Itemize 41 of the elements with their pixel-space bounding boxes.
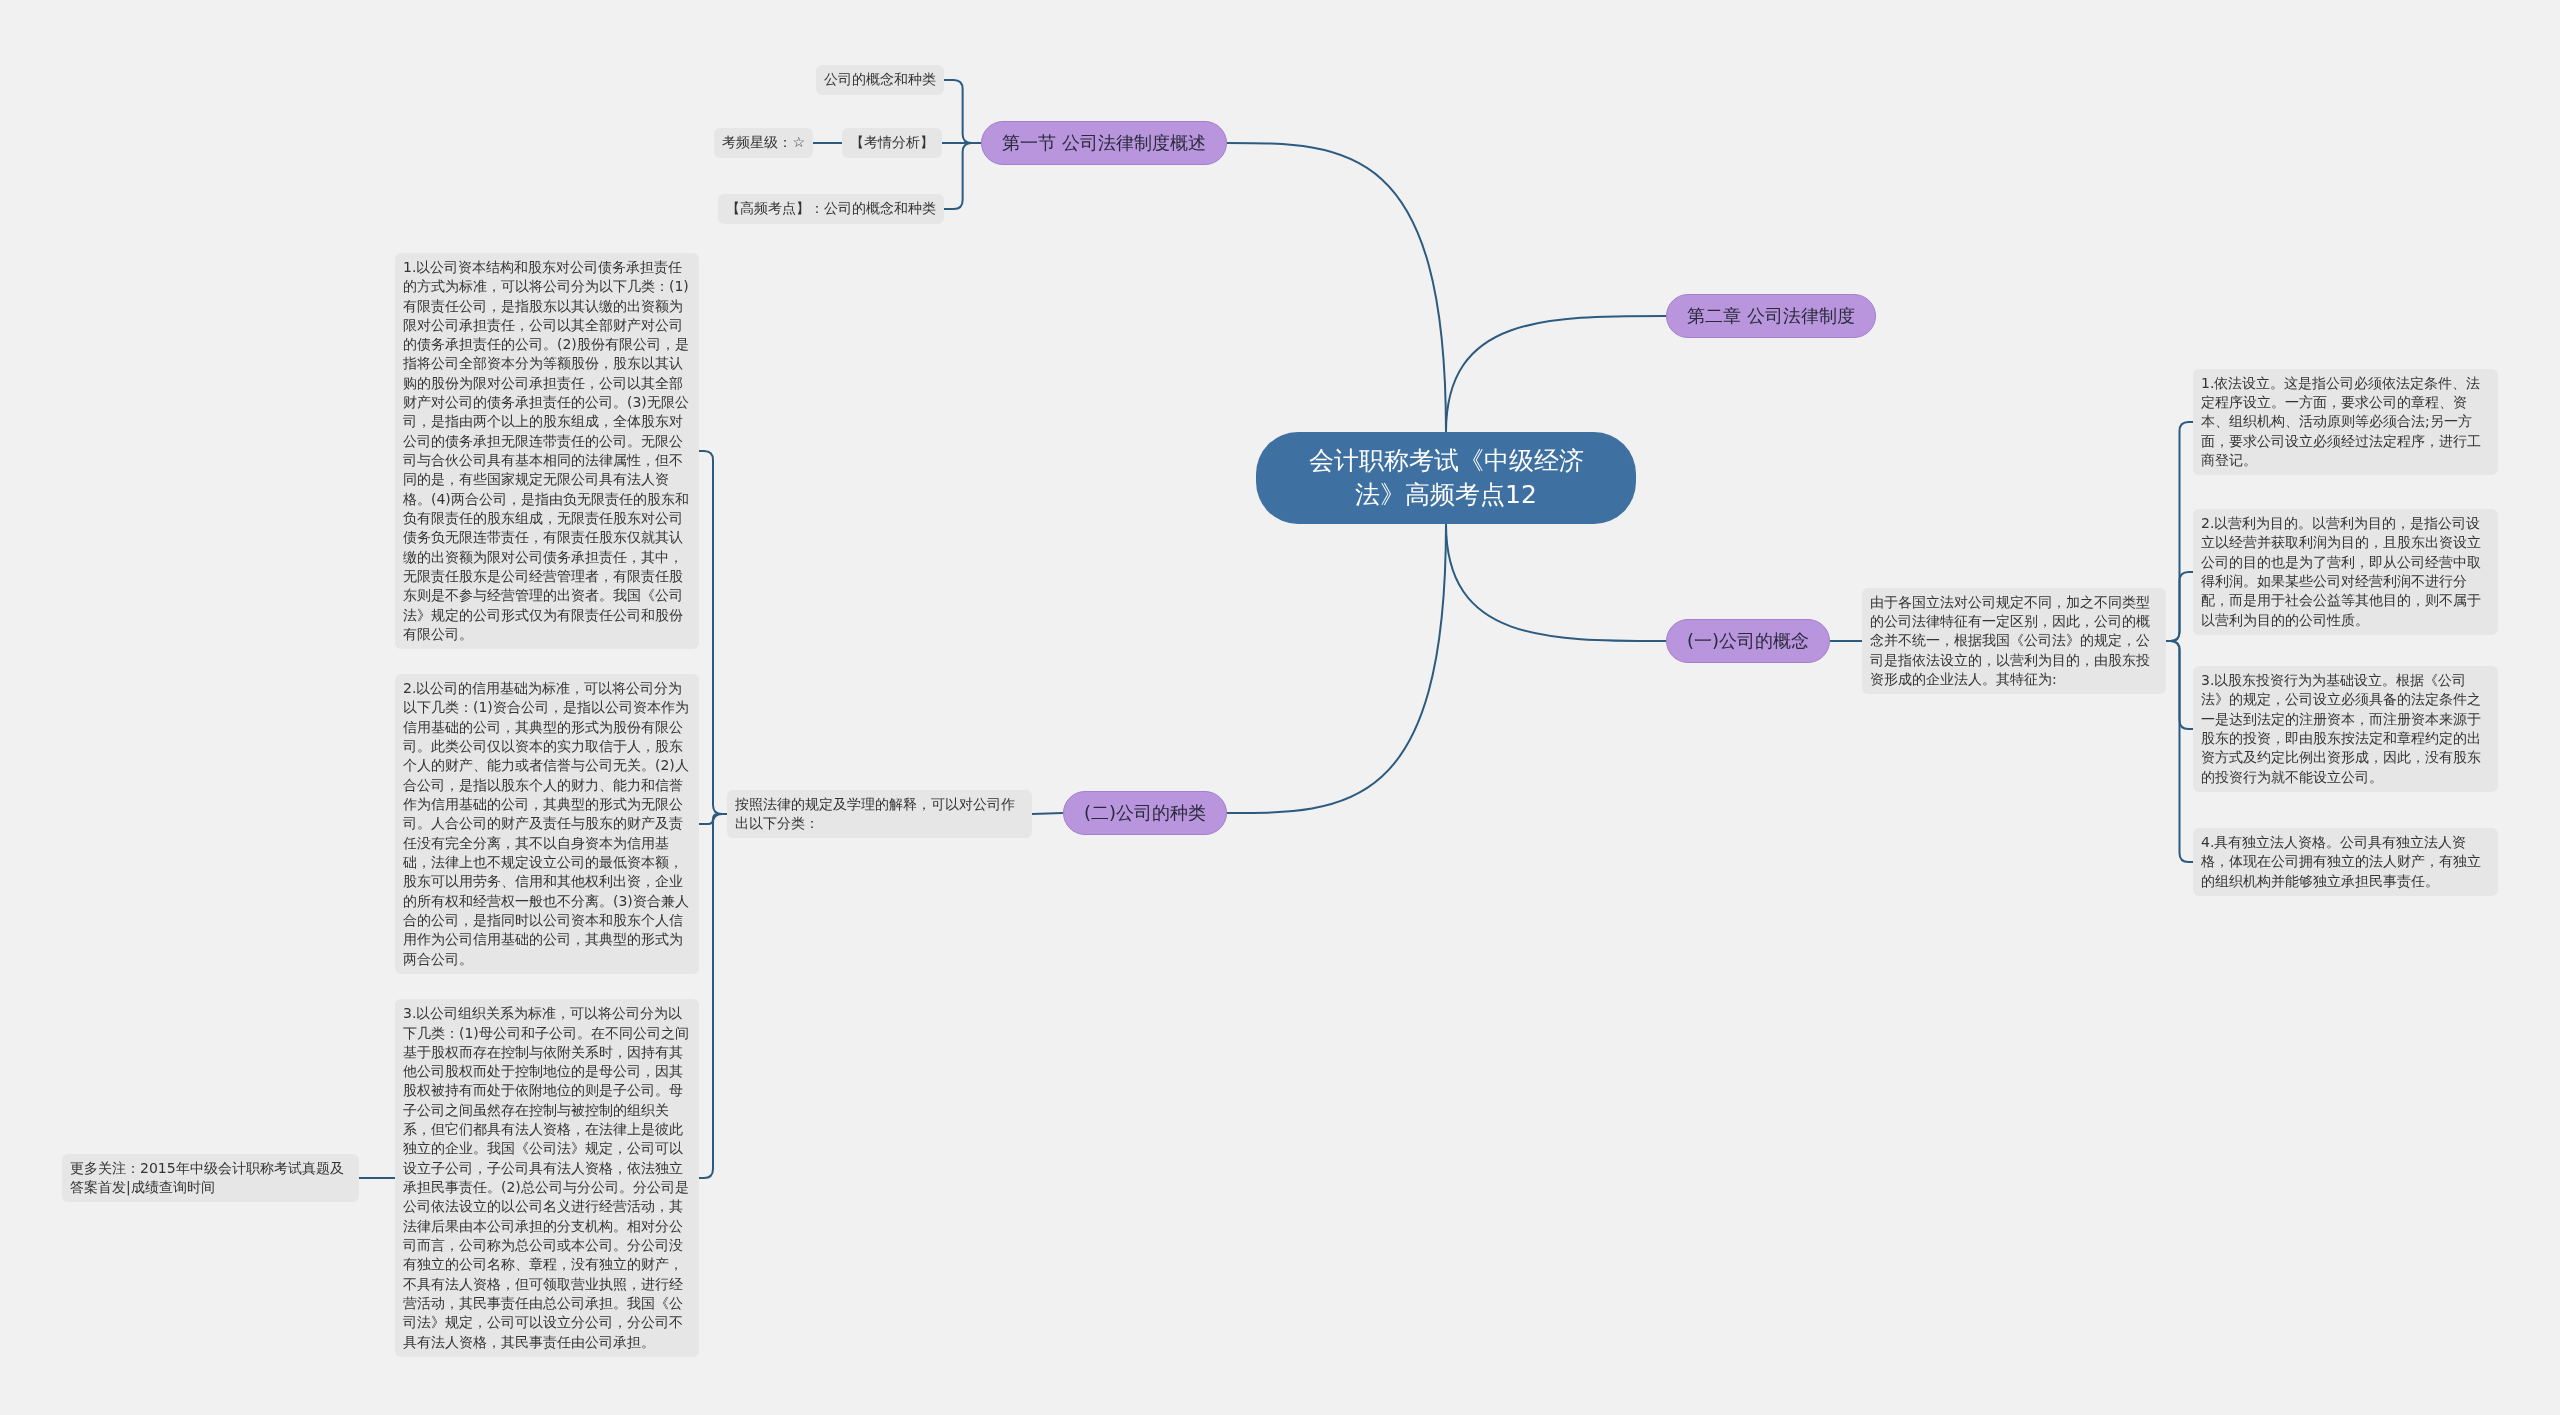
note-text: 2.以营利为目的。以营利为目的，是指公司设立以经营并获取利润为目的，且股东出资设立公司的目的也是为了营利，即从公司经营中取得利润。如果某些公司对经营利润不进行分配，而是用于社会公益等其他目的，则不属于以营利为目的的公司性质。 (2201, 514, 2482, 630)
topic-text: 第二章 公司法律制度 (1687, 304, 1855, 328)
topic-text: (二)公司的种类 (1083, 801, 1206, 825)
note-box (2193, 509, 2498, 635)
connector-line (1445, 315, 1667, 434)
connector-line (1829, 640, 1863, 642)
connector-line (812, 142, 843, 144)
topic-text: 第一节 公司法律制度概述 (1002, 131, 1206, 155)
note-box (62, 1153, 359, 1203)
connector-line (1226, 522, 1447, 814)
topic-box (981, 121, 1227, 165)
connector-line (1031, 812, 1064, 815)
note-text: 【考情分析】 (850, 133, 934, 153)
note-text: 4.具有独立法人资格。公司具有独立法人资格，体现在公司拥有独立的法人财产，有独立的组织机构并能够独立承担民事责任。 (2201, 833, 2482, 891)
note-text: 1.依法设立。这是指公司必须依法定条件、法定程序设立。一方面，要求公司的章程、资本、组织机构、活动原则等必须合法;另一方面，要求公司设立必须经过法定程序，进行工商登记。 (2201, 373, 2482, 470)
note-text: 3.以股东投资行为为基础设立。根据《公司法》的规定，公司设立必须具备的法定条件之一是达到法定的注册资本，而注册资本来源于股东的投资，即由股东按法定和章程约定的出资方式及约定比例出资形成，因此，没有股东的投资行为就不能设立公司。 (2201, 671, 2482, 787)
note-box (2193, 828, 2498, 896)
connector-line (943, 142, 983, 210)
note-box (2193, 368, 2498, 476)
topic-box (1666, 294, 1876, 338)
topic-text: (一)公司的概念 (1687, 629, 1810, 653)
central-topic-text: 会计职称考试《中级经济法》高频考点12 (1307, 445, 1585, 511)
note-text: 考频星级：☆ (722, 133, 805, 153)
note-box (2193, 666, 2498, 792)
note-box (714, 128, 813, 158)
note-box (1862, 587, 2166, 695)
topic-box (1666, 619, 1831, 663)
note-box (816, 65, 944, 95)
note-text: 按照法律的规定及学理的解释，可以对公司作出以下分类： (735, 794, 1016, 833)
note-box (842, 128, 942, 158)
note-text: 更多关注：2015年中级会计职称考试真题及答案首发|成绩查询时间 (70, 1158, 345, 1198)
note-box (718, 194, 944, 224)
note-text: 3.以公司组织关系为标准，可以将公司分为以下几类：(1)母公司和子公司。在不同公司之间基于股权而存在控制与依附关系时，因持有其他公司股权而处于控制地位的是母公司，因其股权被持有而处于依附地位的则是子公司。母子公司之间虽然存在控制与被控制的组织关系，但它们都具有法人资格，在法律上是彼此独立的企业。我国《公司法》规定，公司可以设立子公司，子公司具有法人资格，依法独立承担民事责任。(2)总公司与分公司。分公司是公司依法设立的以公司名义进行经营活动，其法律后果由本公司承担的分支机构。相对分公司而言，公司称为总公司或本公司。分公司没有独立的公司名称、章程，没有独立的财产，不具有法人资格，但可领取营业执照，进行经营活动，其民事责任由总公司承担。我国《公司法》规定，公司可以设立分公司，分公司不具有法人资格，其民事责任由公司承担。 (403, 1004, 690, 1352)
note-text: 2.以公司的信用基础为标准，可以将公司分为以下几类：(1)资合公司，是指以公司资本作为信用基础的公司，其典型的形式为股份有限公司。此类公司仅以资本的实力取信于人，股东个人的财产、能力或者信誉与公司无关。(2)人合公司，是指以股东个人的财力、能力和信誉作为信用基础的公司，其典型的形式为无限公司。人合公司的财产及责任与股东的财产及责任没有完全分离，其不以自身资本为信用基础，法律上也不规定设立公司的最低资本额，股东可以用劳务、信用和其他权利出资，企业的所有权和经营权一般也不分离。(3)资合兼人合的公司，是指同时以公司资本和股东个人信用作为公司信用基础的公司，其典型的形式为两合公司。 (403, 679, 690, 969)
note-box (727, 789, 1032, 839)
note-text: 1.以公司资本结构和股东对公司债务承担责任的方式为标准，可以将公司分为以下几类：(1)有限责任公司，是指股东以其认缴的出资额为限对公司承担责任，公司以其全部财产对公司的债务承担责任的公司。(2)股份有限公司，是指将公司全部资本分为等额股份，股东以其认购的股份为限对公司承担责任，公司以其全部财产对公司的债务承担责任的公司。(3)无限公司，是指由两个以上的股东组成，全体股东对公司的债务承担无限连带责任的公司。无限公司与合伙公司具有基本相同的法律属性，但不同的是，有些国家规定无限公司具有法人资格。(4)两合公司，是指由负无限责任的股东和负有限责任的股东组成，无限责任股东对公司债务负无限连带责任，有限责任股东仅就其认缴的出资额为限对公司债务承担责任，其中，无限责任股东是公司经营管理者，有限责任股东则是不参与经营管理的出资者。我国《公司法》规定的公司形式仅为有限责任公司和股份有限公司。 (403, 257, 690, 644)
note-text: 公司的概念和种类 (824, 70, 936, 90)
note-text: 由于各国立法对公司规定不同，加之不同类型的公司法律特征有一定区别，因此，公司的概念并不统一，根据我国《公司法》的规定，公司是指依法设立的，以营利为目的，由股东投资形成的企业法人。其特征为: (1870, 592, 2151, 689)
note-text: 【高频考点】：公司的概念和种类 (726, 199, 936, 219)
connector-line (358, 1177, 396, 1179)
topic-box (1062, 791, 1227, 835)
